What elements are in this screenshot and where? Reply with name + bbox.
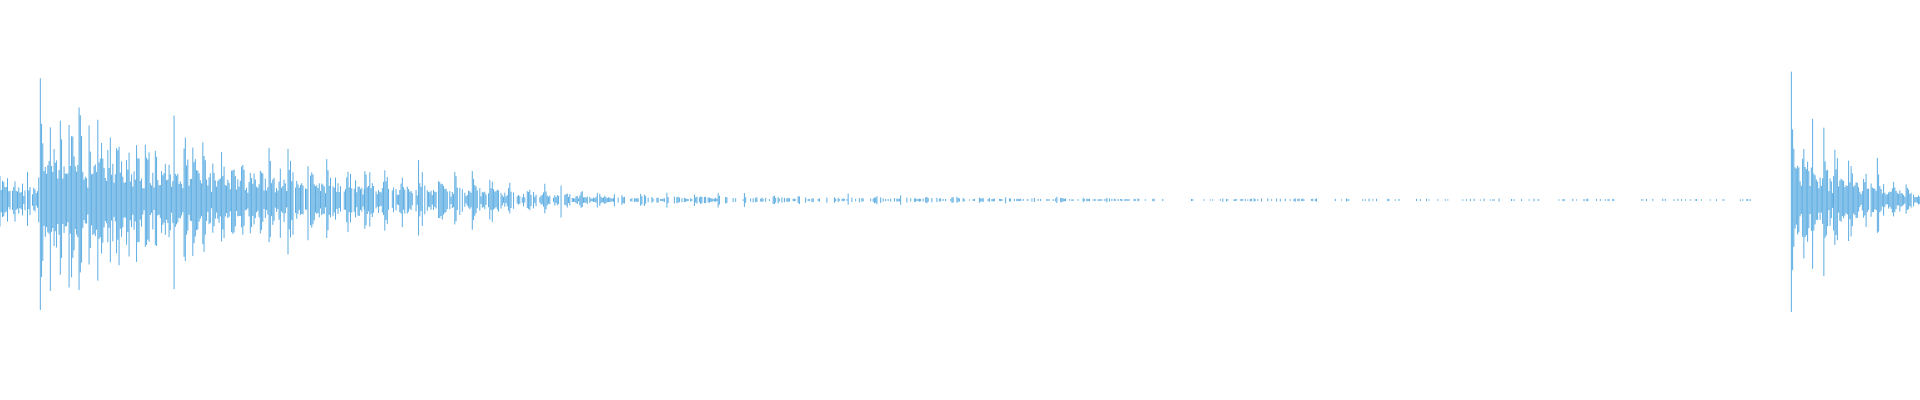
waveform-trace [0,71,1920,312]
waveform-samples [0,71,1920,312]
